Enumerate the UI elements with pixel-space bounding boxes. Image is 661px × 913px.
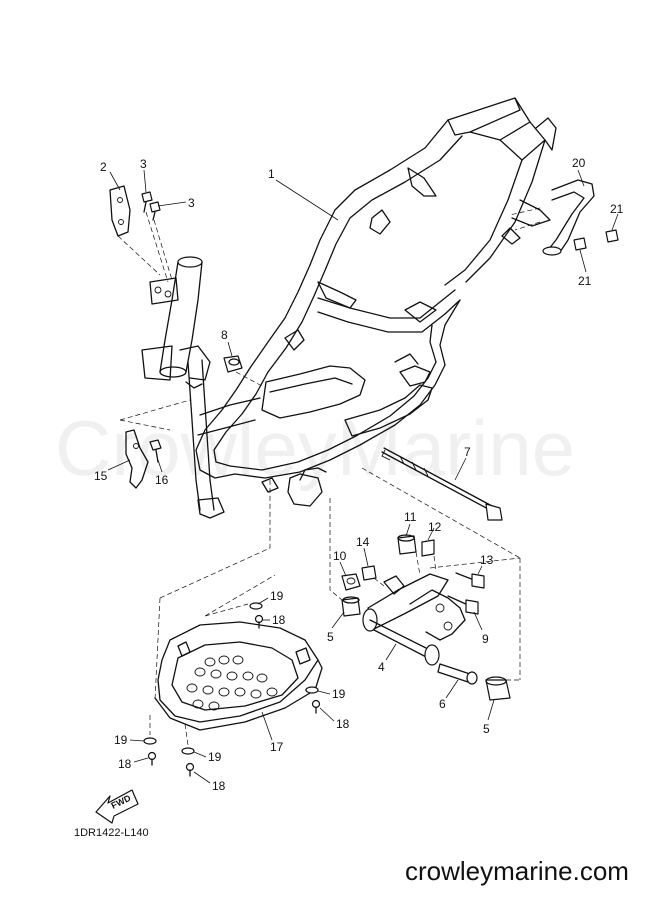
washer-19b [305, 686, 319, 694]
callout-15: 15 [94, 469, 108, 483]
pin-12 [421, 539, 435, 557]
screw-18c [147, 751, 157, 766]
clamp-21a [605, 229, 619, 243]
callout-19d: 19 [208, 750, 222, 764]
diagram-code: 1DR1422-L140 [74, 827, 149, 839]
callout-19c: 19 [114, 733, 128, 747]
bolt7-guide-line [361, 467, 521, 559]
fwd-arrow-icon: FWD [95, 789, 139, 824]
steering-head [141, 256, 225, 519]
nut-10 [341, 573, 361, 591]
swingarm-guide-lines [329, 498, 521, 681]
leader-lines [107, 169, 619, 784]
floor-board-17 [154, 621, 323, 731]
callout-17: 17 [270, 740, 284, 754]
damper-5b [485, 676, 511, 701]
callout-6: 6 [439, 697, 446, 711]
damper-5a [341, 596, 361, 617]
grommet-8 [223, 355, 243, 373]
grommet-guide-line [235, 371, 263, 387]
callout-20: 20 [572, 156, 586, 170]
washer-19a [249, 602, 263, 610]
main-frame [195, 97, 557, 507]
callout-18c: 18 [118, 757, 132, 771]
clamp-21b [573, 237, 587, 251]
callout-18d: 18 [212, 779, 226, 793]
callout-8: 8 [221, 328, 228, 342]
screw-18a [254, 614, 264, 629]
bushing-11 [397, 534, 417, 555]
washer-19c [143, 737, 157, 745]
watermark: CrowleyMarine [55, 404, 575, 492]
callout-11: 11 [404, 510, 417, 524]
callout-7: 7 [464, 445, 471, 459]
bracket-guide-lines [117, 211, 173, 283]
callout-5a: 5 [327, 630, 334, 644]
callouts: 1 2 3 3 4 5 5 6 7 8 9 10 11 12 13 14 15 … [94, 156, 624, 793]
callout-3a: 3 [140, 157, 147, 171]
washer-19d [181, 747, 195, 755]
pipe-20 [542, 179, 595, 256]
bolt-3a [141, 191, 153, 213]
callout-3b: 3 [188, 196, 195, 210]
callout-21b: 21 [578, 274, 592, 288]
callout-21a: 21 [610, 202, 624, 216]
pipe-guide-lines [509, 207, 541, 231]
screw-18d [185, 762, 195, 777]
bolt-16 [149, 439, 162, 463]
callout-19b: 19 [332, 687, 346, 701]
callout-9: 9 [482, 632, 489, 646]
callout-13: 13 [480, 553, 494, 567]
bolt-3b [149, 201, 161, 221]
callout-18b: 18 [336, 717, 350, 731]
callout-19a: 19 [270, 589, 284, 603]
callout-14: 14 [356, 535, 370, 549]
bolt-9 [447, 595, 479, 615]
callout-18a: 18 [272, 613, 286, 627]
bolt-13 [455, 572, 485, 589]
floorboard-guide-lines [154, 478, 276, 701]
collar-6 [437, 663, 478, 685]
collar-14 [361, 565, 377, 581]
bracket-2 [109, 185, 131, 237]
callout-2: 2 [100, 160, 107, 174]
callout-1: 1 [268, 167, 275, 181]
callout-12: 12 [428, 520, 442, 534]
screw-18b [311, 699, 321, 714]
website-label: crowleymarine.com [405, 856, 629, 886]
bracket-15 [125, 429, 149, 489]
callout-10: 10 [333, 549, 347, 563]
callout-5b: 5 [483, 722, 490, 736]
callout-16: 16 [155, 473, 169, 487]
bracket15-guide-lines [119, 399, 191, 431]
engine-bracket-4 [362, 573, 466, 666]
bolt-7 [381, 447, 503, 521]
callout-4: 4 [378, 660, 385, 674]
